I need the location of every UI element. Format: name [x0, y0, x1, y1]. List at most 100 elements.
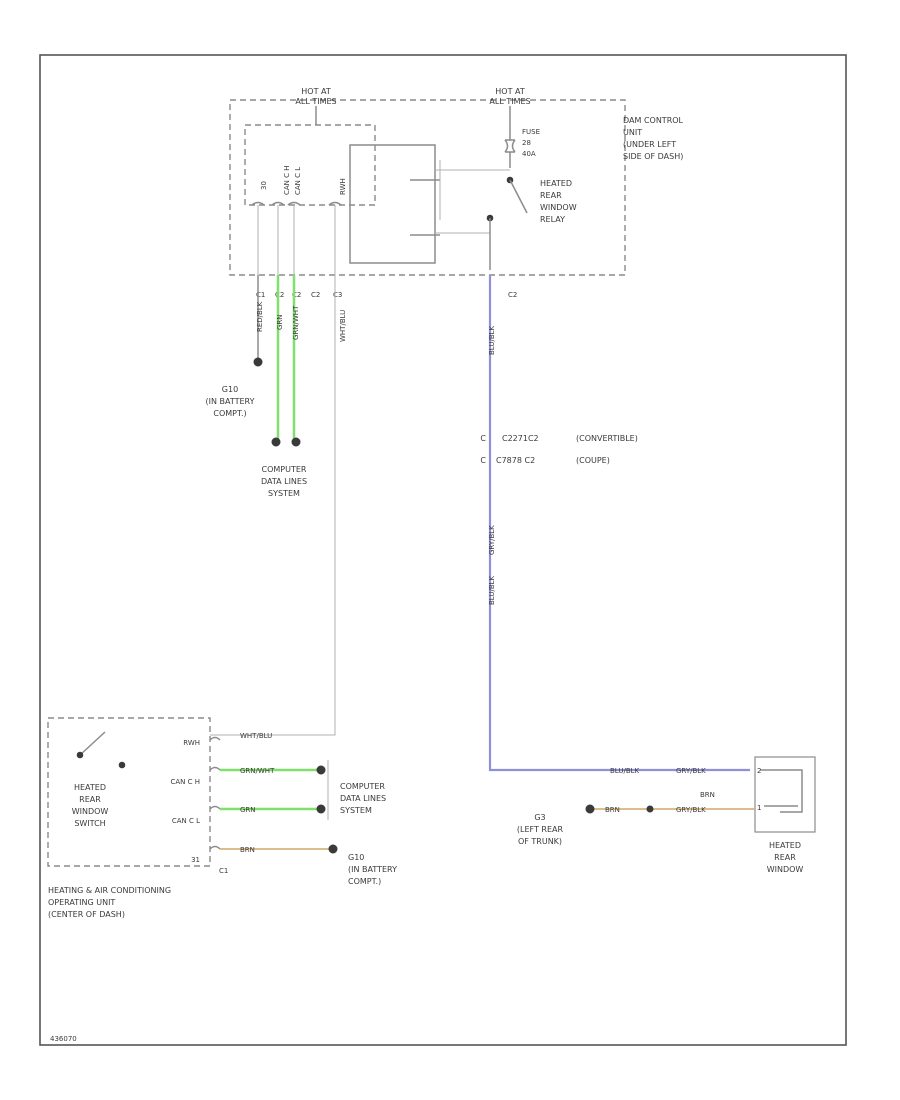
- conn-tag-4: C2: [311, 291, 320, 299]
- relay-label-2: REAR: [540, 191, 562, 200]
- hrw-label-3: WINDOW: [767, 865, 804, 874]
- switch-label-1: HEATED: [74, 783, 106, 792]
- hot-at-label-left: HOT AT: [301, 87, 331, 96]
- blue-code-bottom-2: GRY/BLK: [676, 767, 706, 775]
- wire-wht-blu: [210, 275, 336, 736]
- fuse-label: FUSE: [522, 128, 540, 136]
- module-pin-lines: [257, 205, 336, 275]
- dam-label-2: UNIT: [623, 128, 642, 137]
- hrw-label-2: REAR: [774, 853, 796, 862]
- dam-label-3: (UNDER LEFT: [623, 140, 676, 149]
- hvac-code-brn: BRN: [240, 846, 255, 854]
- computer-data-bottom-1: COMPUTER: [340, 782, 385, 791]
- hvac-contact-can-h: [209, 766, 221, 771]
- pin-label-30: 30: [260, 181, 268, 190]
- right-code-brn-2: BRN: [700, 791, 715, 799]
- hvac-code-grn: GRN: [240, 806, 256, 814]
- conn-tag-6: C2: [508, 291, 517, 299]
- wire-code-gry-blk-lower: GRY/BLK: [488, 525, 496, 555]
- wire-code-wht-blu: WHT/BLU: [339, 310, 347, 342]
- computer-data-top-2: DATA LINES: [261, 477, 307, 486]
- switch-label-3: WINDOW: [72, 807, 109, 816]
- pin-label-rwh: RWH: [339, 178, 347, 195]
- pin-contacts: [251, 201, 342, 206]
- switch-arm: [79, 731, 106, 756]
- fuse-symbol: [504, 125, 516, 168]
- fuse-rating: 40A: [522, 150, 536, 158]
- switch-label-2: REAR: [79, 795, 101, 804]
- pin-label-can-l: CAN C L: [294, 167, 302, 195]
- splice-1-note: (CONVERTIBLE): [576, 434, 638, 443]
- g10-left-label-1: G10: [222, 385, 238, 394]
- pin-label-can-h: CAN C H: [283, 165, 291, 195]
- switch-pivot: [76, 751, 84, 759]
- g10-bottom-label-3: COMPT.): [348, 877, 381, 886]
- all-times-label-right: ALL TIMES: [489, 97, 530, 106]
- hrw-label-1: HEATED: [769, 841, 801, 850]
- hot-at-label-right: HOT AT: [495, 87, 525, 96]
- wire-code-blu-blk: BLU/BLK: [488, 325, 496, 355]
- g10-left-label-3: COMPT.): [213, 409, 246, 418]
- hvac-pin-rwh: RWH: [183, 739, 200, 747]
- hvac-contact-31: [209, 845, 221, 850]
- hrw-pin-2: 1: [757, 804, 761, 812]
- wire-code-grn: GRN: [276, 314, 284, 330]
- g10-bottom-label-1: G10: [348, 853, 364, 862]
- conn-tag-2: C2: [275, 291, 284, 299]
- wire-code-grn-wht: GRN/WHT: [292, 305, 300, 340]
- blue-code-bottom-1: BLU/BLK: [610, 767, 640, 775]
- hvac-code-grn-wht: GRN/WHT: [240, 767, 275, 775]
- ground-g3-dot: [585, 804, 595, 814]
- conn-tag-1: C1: [256, 291, 265, 299]
- relay-label-4: RELAY: [540, 215, 565, 224]
- g10-left-label-2: (IN BATTERY: [206, 397, 255, 406]
- computer-data-top-1: COMPUTER: [262, 465, 307, 474]
- dam-label-1: DAM CONTROL: [623, 116, 684, 125]
- splice-1-code: C2271C2: [502, 434, 539, 443]
- hvac-ground-dot: [328, 844, 338, 854]
- switch-label-4: SWITCH: [74, 819, 105, 828]
- relay-coil-box: [349, 144, 436, 264]
- relay-label-3: WINDOW: [540, 203, 577, 212]
- hvac-conn-c1: C1: [219, 867, 228, 875]
- hrw-pin-1: 2: [757, 767, 761, 775]
- conn-tag-5: C3: [333, 291, 342, 299]
- heated-rear-window-box: [754, 756, 816, 833]
- g3-label-2: (LEFT REAR: [517, 825, 564, 834]
- hvac-unit-label-1: HEATING & AIR CONDITIONING: [48, 886, 171, 895]
- wire-blu-blk: [488, 275, 750, 772]
- hvac-unit-label-3: (CENTER OF DASH): [48, 910, 125, 919]
- hvac-pin-can-h: CAN C H: [170, 778, 200, 786]
- switch-contact: [118, 761, 126, 769]
- conn-tag-3: C2: [292, 291, 301, 299]
- dam-control-unit-box: [229, 99, 626, 276]
- computer-data-top-3: SYSTEM: [268, 489, 300, 498]
- dam-label-4: SIDE OF DASH): [623, 152, 683, 161]
- heated-element: [760, 769, 803, 813]
- g3-label-1: G3: [534, 813, 545, 822]
- data-lines-dot-2: [291, 437, 301, 447]
- splice-2-note: (COUPE): [576, 456, 610, 465]
- relay-switch-arm: [509, 179, 528, 214]
- right-code-gry-blk: GRY/BLK: [676, 806, 706, 814]
- relay-coil-leads: [410, 179, 440, 236]
- splice-marker-2: C: [480, 456, 486, 465]
- hvac-unit-box: [47, 717, 211, 867]
- hvac-pin-31: 31: [191, 856, 200, 864]
- hvac-data-dot-2: [316, 804, 326, 814]
- data-lines-dot-1: [271, 437, 281, 447]
- fuse-number: 28: [522, 139, 531, 147]
- hvac-contact-can-l: [209, 805, 221, 810]
- relay-label-1: HEATED: [540, 179, 572, 188]
- hvac-code-wht-blu: WHT/BLU: [240, 732, 272, 740]
- footer-code: 436070: [50, 1035, 77, 1043]
- computer-data-bottom-2: DATA LINES: [340, 794, 386, 803]
- hvac-data-dot-1: [316, 765, 326, 775]
- computer-data-bottom-3: SYSTEM: [340, 806, 372, 815]
- hvac-unit-label-2: OPERATING UNIT: [48, 898, 115, 907]
- g10-bottom-label-2: (IN BATTERY: [348, 865, 397, 874]
- dam-inner-box: [244, 124, 376, 206]
- ground-g10-left-dot: [253, 357, 263, 367]
- all-times-label-left: ALL TIMES: [295, 97, 336, 106]
